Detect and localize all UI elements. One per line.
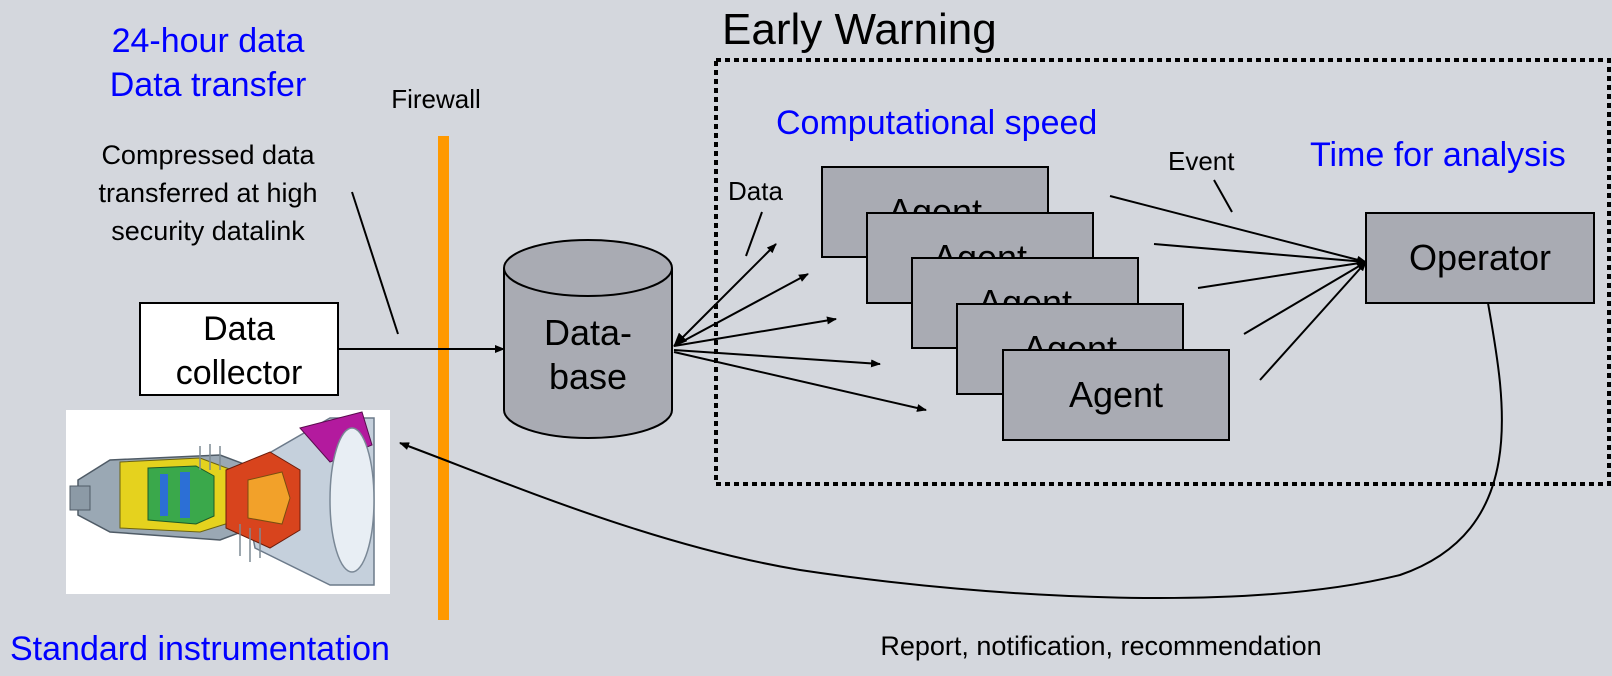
operator-box — [1365, 212, 1595, 304]
op-arrow-3 — [1197, 259, 1367, 289]
db-arrow-5 — [673, 351, 927, 412]
compressed-note-line1: Compressed data — [101, 140, 315, 170]
database-to-agent-arrows — [673, 243, 927, 412]
standard-instrumentation-label: Standard instrumentation — [10, 630, 390, 668]
agent-to-operator-arrows — [1109, 195, 1367, 381]
op-arrow-4 — [1243, 261, 1367, 335]
agent-stack: Agent Agent Agent Agent Agent — [821, 166, 1230, 441]
agent-label-5: Agent — [1069, 374, 1163, 415]
op-arrow-5 — [1259, 261, 1367, 381]
data-collector-label-line1: Data — [203, 310, 275, 348]
compressed-note-line3: security datalink — [111, 216, 305, 246]
computational-speed-label: Computational speed — [776, 104, 1097, 142]
time-for-analysis-label: Time for analysis — [1310, 136, 1566, 174]
database-label-line2: base — [549, 356, 627, 397]
gas-turbine-image — [66, 410, 390, 594]
event-label: Event — [1168, 146, 1235, 176]
early-warning-title: Early Warning — [722, 5, 997, 54]
data-label-leader — [745, 211, 763, 257]
db-arrow-2 — [673, 273, 809, 347]
agent-box-5 — [1002, 349, 1230, 441]
data-collector-box — [139, 302, 339, 396]
compressed-note-leader — [351, 191, 399, 335]
data-transfer-title-line2: Data transfer — [110, 66, 307, 104]
op-arrow-2 — [1153, 243, 1367, 266]
db-arrow-3 — [673, 316, 837, 347]
db-arrow-1 — [673, 243, 777, 347]
report-label: Report, notification, recommendation — [880, 631, 1321, 661]
op-arrow-1 — [1109, 195, 1367, 264]
database-label-line1: Data- — [544, 312, 632, 353]
event-label-leader — [1213, 179, 1233, 213]
db-arrow-4 — [673, 349, 881, 368]
firewall-label: Firewall — [391, 84, 481, 114]
feedback-curve-arrow — [399, 302, 1503, 600]
compressed-note-line2: transferred at high — [98, 178, 317, 208]
data-collector-label-line2: collector — [176, 354, 303, 392]
data-label: Data — [728, 176, 783, 206]
operator-label: Operator — [1409, 237, 1551, 278]
data-transfer-title-line1: 24-hour data — [112, 22, 305, 60]
database-cylinder — [503, 239, 673, 439]
firewall-bar — [438, 136, 449, 620]
